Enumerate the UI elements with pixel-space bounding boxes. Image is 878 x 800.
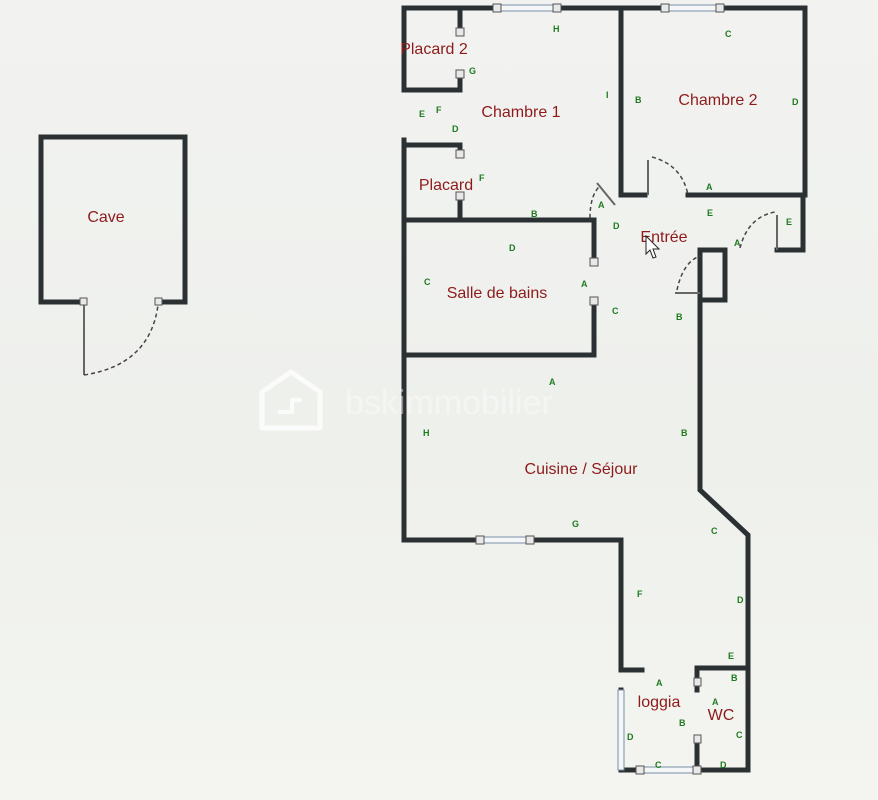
wall-label: C — [736, 730, 743, 740]
wall-label: B — [676, 312, 683, 322]
window — [617, 689, 625, 771]
watermark-brand: bskimmobilier — [345, 384, 553, 422]
wall-label: F — [479, 173, 485, 183]
room-label-chambre-1: Chambre 1 — [481, 104, 560, 121]
cave-walls — [38, 134, 188, 305]
room-label-salle-de-bains: Salle de bains — [447, 285, 548, 302]
cave-room: Cave — [38, 134, 188, 376]
door-hinge-icon — [455, 191, 465, 201]
wall-label: E — [786, 217, 792, 227]
wall-label: B — [731, 673, 738, 683]
window — [479, 536, 531, 544]
wall-label: D — [792, 97, 799, 107]
mouse-cursor-icon — [645, 234, 661, 259]
door-hinge-icon — [455, 149, 465, 159]
window — [639, 766, 698, 774]
wall-label: F — [637, 589, 643, 599]
doors — [455, 27, 778, 744]
door-hinge-icon — [589, 296, 599, 306]
door-swing-arc — [83, 304, 159, 376]
watermark: bskimmobilier — [259, 369, 553, 431]
wall-label: C — [725, 29, 732, 39]
wall-label: G — [469, 66, 476, 76]
room-label-chambre-2: Chambre 2 — [678, 92, 757, 109]
door-leaf — [596, 182, 616, 206]
door-hinge-icon — [693, 734, 702, 744]
wall-label: H — [423, 428, 430, 438]
wall-label: E — [728, 651, 734, 661]
wall-label: C — [711, 526, 718, 536]
door-hinge-icon — [589, 257, 599, 267]
door-hinge-icon — [455, 27, 465, 37]
wall-label: E — [419, 109, 425, 119]
window — [496, 4, 558, 12]
wall-label: E — [707, 208, 713, 218]
wall-label: B — [531, 209, 538, 219]
wall-label: F — [436, 105, 442, 115]
room-label-cuisine-sejour: Cuisine / Séjour — [525, 461, 639, 478]
door-hinge-icon — [154, 297, 163, 306]
wall-label: C — [424, 277, 431, 287]
room-label-placard: Placard — [419, 177, 473, 194]
wall-label: D — [452, 124, 459, 134]
wall-label: A — [549, 377, 556, 387]
wall-label: A — [598, 200, 605, 210]
wall-label: C — [612, 306, 619, 316]
wall-label: A — [706, 182, 713, 192]
wall-label: B — [679, 718, 686, 728]
wall-label: A — [712, 697, 719, 707]
wall-label: A — [581, 279, 588, 289]
wall-label: D — [720, 760, 727, 770]
door-swing-arc — [676, 255, 701, 291]
door-swing-arc — [739, 211, 776, 249]
door-swing-arc — [589, 185, 601, 219]
wall-label: G — [572, 519, 579, 529]
wall-label: B — [681, 428, 688, 438]
wall-label: B — [635, 95, 642, 105]
door-swing-arc — [651, 156, 689, 196]
house-shield-logo-icon — [259, 369, 323, 431]
wall-label: C — [655, 760, 662, 770]
windows — [475, 3, 725, 775]
wall-letter-markers: H C G I B D E F D F A E B A D E D A A C … — [419, 24, 799, 770]
room-label-cave: Cave — [87, 209, 124, 226]
wall-label: H — [553, 24, 560, 34]
door-hinge-icon — [79, 297, 88, 306]
wall-label: D — [737, 595, 744, 605]
wall-label: D — [613, 221, 620, 231]
wall-label: I — [606, 90, 609, 100]
wall-label: A — [734, 238, 741, 248]
window — [664, 4, 721, 12]
door-hinge-icon — [693, 677, 702, 687]
room-label-wc: WC — [708, 707, 735, 724]
wall-label: D — [509, 243, 516, 253]
wall-label: A — [656, 678, 663, 688]
interior-walls — [401, 5, 743, 358]
wall-label: D — [627, 732, 634, 742]
door-hinge-icon — [455, 69, 465, 79]
room-label-loggia: loggia — [638, 694, 681, 711]
room-label-placard-2: Placard 2 — [400, 41, 468, 58]
